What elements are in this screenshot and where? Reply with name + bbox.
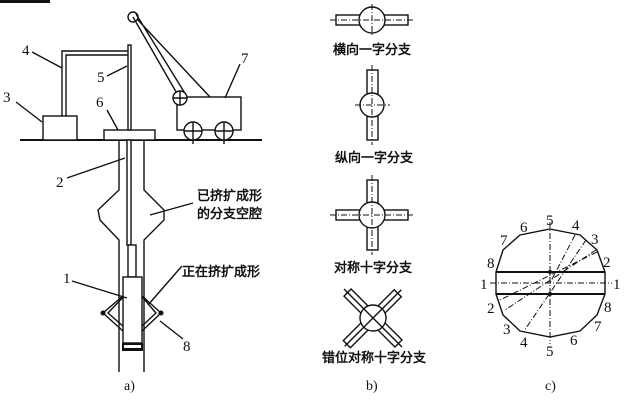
panel-c-caption: c) — [545, 379, 556, 394]
pos-5-top: 5 — [546, 213, 554, 229]
pos-3-top: 3 — [591, 232, 599, 248]
platform-6 — [103, 129, 156, 141]
panel-a-caption: a) — [124, 379, 135, 394]
pos-1-left: 1 — [480, 277, 488, 293]
label-3: 3 — [3, 90, 11, 106]
drill-rod-2 — [126, 139, 132, 246]
label-5: 5 — [97, 70, 105, 86]
label-4: 4 — [22, 43, 30, 59]
panel-a-labels: 3 4 5 6 7 2 1 8 已挤扩成形 的分支空腔 正在挤扩成形 a) — [3, 43, 262, 394]
label-2: 2 — [56, 175, 64, 191]
pos-4-top: 4 — [572, 218, 580, 234]
branch-offset-cross — [342, 288, 403, 349]
cavity-formed-label: 已挤扩成形 — [197, 188, 262, 204]
pos-7-left: 7 — [500, 233, 508, 249]
panel-c-labels: 5 4 3 2 1 8 7 6 5 4 3 2 1 8 7 6 c) — [480, 213, 621, 394]
type-label-vertical: 纵向一字分支 — [335, 150, 414, 166]
label-6: 6 — [96, 95, 104, 111]
type-label-cross: 对称十字分支 — [334, 260, 413, 276]
squeeze-tool-1 — [122, 276, 143, 344]
pos-2-bottom: 2 — [487, 301, 495, 317]
forming-label: 正在挤扩成形 — [182, 264, 260, 280]
pos-5-bottom: 5 — [546, 344, 554, 360]
cavity-formed-label-2: 的分支空腔 — [197, 206, 262, 222]
type-label-offset-cross: 错位对称十字分支 — [322, 350, 427, 366]
pos-4-bottom: 4 — [520, 335, 528, 351]
borehole-left-wall — [97, 140, 120, 372]
hydraulic-pipe-4 — [61, 50, 128, 116]
borehole-right-wall — [143, 140, 165, 372]
label-7: 7 — [241, 51, 249, 67]
branch-horizontal-one — [330, 4, 415, 36]
panel-a-equipment — [15, 11, 262, 372]
tool-neck — [127, 244, 137, 278]
scan-mark — [0, 0, 50, 3]
pos-2-top: 2 — [603, 255, 611, 271]
pos-6-left: 6 — [520, 220, 528, 236]
branch-vertical-one — [355, 65, 390, 145]
label-8: 8 — [183, 339, 191, 355]
guide-rod-5 — [127, 44, 132, 131]
pos-8-left: 8 — [487, 256, 495, 272]
panel-c-position-diagram — [490, 222, 612, 344]
pump-station-3 — [42, 115, 78, 141]
panel-b-caption: b) — [366, 379, 378, 394]
pos-8-right: 8 — [604, 300, 612, 316]
pos-6-right: 6 — [570, 333, 578, 349]
label-1: 1 — [63, 271, 71, 287]
pos-7-right: 7 — [594, 319, 602, 335]
crane-boom — [132, 13, 211, 98]
type-label-horizontal: 横向一字分支 — [333, 42, 412, 58]
pos-1-right: 1 — [613, 277, 621, 293]
branch-symmetric-cross — [330, 175, 415, 255]
panel-b-branch-types: 横向一字分支 纵向一字分支 对称十字分支 错位对称十字分支 b) — [322, 4, 427, 394]
pos-3-bottom: 3 — [503, 322, 511, 338]
